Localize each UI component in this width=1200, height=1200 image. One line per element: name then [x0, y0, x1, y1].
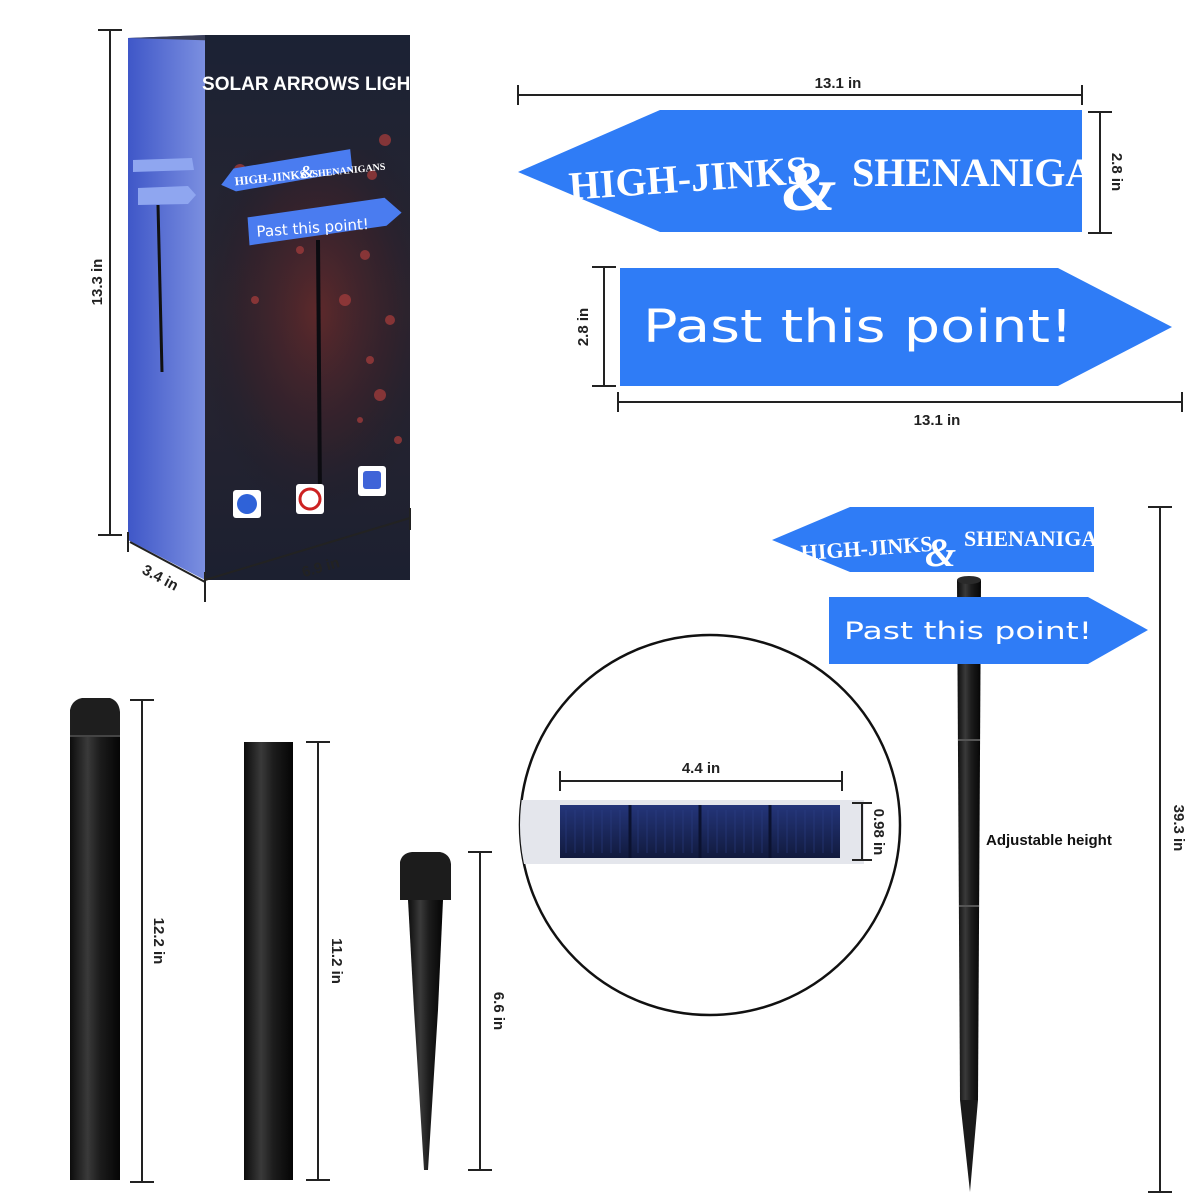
box-sign-top-amp: &	[299, 161, 315, 182]
pole-1-tube	[70, 725, 120, 1180]
solar-panel-detail: 4.4 in 0.98 in	[518, 633, 902, 1017]
waterproof-icon	[298, 487, 322, 511]
pole-1-dimension-lines	[130, 699, 154, 1183]
bottom-sign-width-label: 13.1 in	[914, 412, 961, 429]
top-sign-width-label: 13.1 in	[815, 75, 862, 92]
panel-height-label: 0.98 in	[870, 809, 887, 856]
panel-cell-lines	[565, 810, 833, 853]
box-side-sign-bottom	[138, 186, 196, 205]
top-sign-dimension-lines	[517, 85, 1112, 234]
box-pole	[316, 239, 322, 501]
pole-2-dimension-lines	[306, 741, 330, 1181]
top-sign-ampersand: &	[782, 149, 836, 226]
top-sign-height-label: 2.8 in	[1108, 153, 1125, 191]
pole-2	[244, 742, 293, 1180]
box-height-label: 13.3 in	[89, 259, 106, 306]
pole-1-cap	[70, 698, 120, 735]
product-box: SOLAR ARROWS LIGHT HIGH-JINKS & SHENANIG…	[128, 35, 422, 580]
bottom-sign-arrow	[620, 268, 1172, 386]
pole-2-tube	[244, 742, 293, 1180]
assembled-light: HIGH-JINKS & SHENANIGANS Past this point…	[772, 507, 1148, 1192]
panel-width-label: 4.4 in	[682, 760, 720, 777]
assembled-bottom-sign-text: Past this point!	[844, 617, 1092, 645]
total-height-label: 39.3 in	[1170, 805, 1187, 852]
bottom-sign-text: Past this point!	[643, 300, 1073, 353]
assembled-bottom-sign	[829, 597, 1148, 664]
assembled-pole	[957, 580, 981, 1100]
assembled-stake-tip	[960, 1100, 978, 1192]
top-sign-arrow	[518, 110, 1082, 232]
stake-spike	[408, 900, 443, 1170]
bottom-sign: Past this point!	[620, 268, 1172, 386]
top-sign: HIGH-JINKS & SHENANIGANS	[518, 110, 1145, 232]
box-side-face	[128, 35, 205, 580]
pole-1-length-label: 12.2 in	[150, 918, 167, 965]
bottom-sign-dimension-lines	[592, 266, 1183, 412]
top-sign-text-part2: SHENANIGANS	[852, 150, 1145, 195]
box-side-pole	[156, 204, 164, 373]
solar-icon	[237, 494, 257, 514]
box-sign-top	[221, 149, 353, 192]
pole-1	[70, 698, 120, 1180]
adjustable-height-label: Adjustable height	[986, 832, 1112, 849]
bottom-sign-height-label: 2.8 in	[575, 308, 592, 346]
total-height-dimension-lines	[1148, 506, 1172, 1193]
assembled-top-sign-part2: SHENANIGANS	[964, 526, 1125, 551]
assembled-top-sign-amp: &	[925, 530, 956, 575]
panel-dimension-lines	[559, 771, 872, 861]
box-title: SOLAR ARROWS LIGHT	[202, 74, 422, 95]
stake-length-label: 6.6 in	[490, 992, 507, 1030]
box-dimension-lines	[98, 29, 411, 602]
stake-dimension-lines	[468, 851, 492, 1171]
ground-stake	[400, 852, 451, 1170]
box-side-sign-top	[133, 158, 194, 172]
assembled-top-sign	[772, 507, 1094, 572]
stake-cap	[400, 852, 451, 900]
pole-2-length-label: 11.2 in	[328, 938, 345, 984]
box-sign-bottom	[247, 197, 402, 246]
auto-on-icon	[363, 471, 381, 489]
